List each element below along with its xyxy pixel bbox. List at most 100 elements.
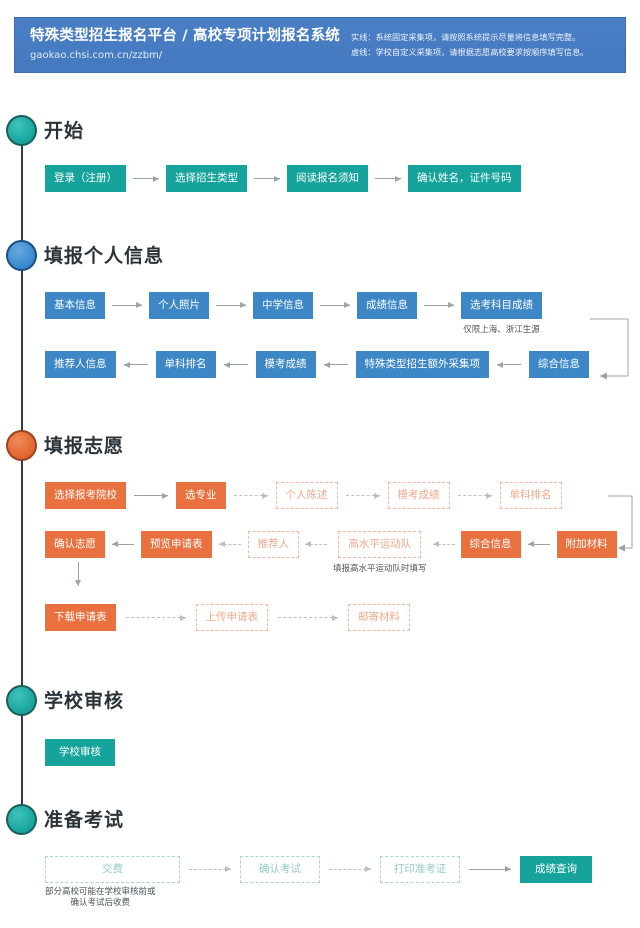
legend-dashed-line: 虚线：学校自定义采集项，请根据志愿高校要求按顺序填写信息。: [351, 47, 589, 57]
node-wrap: 选专业: [176, 482, 226, 509]
arrow-right-dashed-icon: [189, 862, 231, 876]
section-personal-info-row-1: 基本信息 个人照片 中学信息 成绩信息 选考科目成绩 仅限上海、浙江生源: [0, 292, 640, 335]
arrow-right-icon: [254, 172, 280, 186]
arrow-left-dashed-icon: [218, 537, 241, 551]
node-highschool-info[interactable]: 中学信息: [253, 292, 313, 319]
node-read-notice[interactable]: 阅读报名须知: [287, 165, 368, 192]
section-personal-info-header: 填报个人信息: [0, 238, 640, 280]
node-elective-subject-note: 仅限上海、浙江生源: [463, 325, 540, 335]
node-wrap: 中学信息: [253, 292, 313, 319]
node-confirm-identity[interactable]: 确认姓名，证件号码: [408, 165, 521, 192]
node-wrap: 确认姓名，证件号码: [408, 165, 521, 192]
node-recommender-info[interactable]: 推荐人信息: [45, 351, 116, 378]
section-prepare-exam-row-1: 交费 部分高校可能在学校审核前或 确认考试后收费 确认考试 打印准考证 成绩查询: [0, 856, 640, 910]
node-comprehensive-info[interactable]: 综合信息: [529, 351, 589, 378]
node-print-admission-ticket[interactable]: 打印准考证: [380, 856, 460, 883]
node-additional-materials[interactable]: 附加材料: [556, 531, 617, 558]
node-wrap: 个人陈述: [275, 482, 338, 509]
node-wrap: 高水平运动队 填报高水平运动队时填写: [333, 531, 427, 574]
node-wrap: 选择招生类型: [166, 165, 247, 192]
arrow-right-icon: [216, 298, 246, 312]
arrow-right-icon: [424, 298, 454, 312]
node-pay-fee[interactable]: 交费: [45, 856, 180, 883]
node-high-level-sports-team[interactable]: 高水平运动队: [338, 531, 422, 558]
section-marker-icon: [6, 430, 37, 461]
page-header: 特殊类型招生报名平台 / 高校专项计划报名系统 gaokao.chsi.com.…: [14, 17, 626, 73]
arrow-right-icon: [133, 172, 159, 186]
node-wrap: 打印准考证: [380, 856, 460, 883]
section-apply-volunteer-row-1: 选择报考院校 选专业 个人陈述 模考成绩 单科排名: [0, 482, 640, 509]
arrow-right-icon: [320, 298, 350, 312]
node-basic-info[interactable]: 基本信息: [45, 292, 105, 319]
node-wrap: 综合信息: [529, 351, 589, 378]
node-wrap: 推荐人: [247, 531, 299, 558]
node-personal-photo[interactable]: 个人照片: [149, 292, 209, 319]
node-select-major[interactable]: 选专业: [176, 482, 226, 509]
node-wrap: 下载申请表: [45, 604, 116, 631]
node-wrap: 登录（注册）: [45, 165, 126, 192]
node-wrap: 单科排名: [155, 351, 216, 378]
section-personal-info-row-2: 推荐人信息 单科排名 模考成绩 特殊类型招生额外采集项 综合信息: [0, 351, 640, 378]
node-download-application-form[interactable]: 下载申请表: [45, 604, 116, 631]
node-login-register[interactable]: 登录（注册）: [45, 165, 126, 192]
node-wrap: 邮寄材料: [348, 604, 410, 631]
node-wrap: 预览申请表: [141, 531, 212, 558]
node-upload-application-form[interactable]: 上传申请表: [195, 604, 268, 631]
node-subject-ranking-optional[interactable]: 单科排名: [499, 482, 562, 509]
node-personal-statement[interactable]: 个人陈述: [275, 482, 338, 509]
node-mail-materials[interactable]: 邮寄材料: [348, 604, 410, 631]
node-wrap: 成绩信息: [357, 292, 417, 319]
arrow-right-icon: [134, 489, 168, 503]
section-apply-volunteer-row-2: 确认志愿 预览申请表 推荐人 高水平运动队 填报高水平运动队时填写 综合信息 附…: [0, 531, 640, 574]
arrow-right-dashed-icon: [457, 489, 492, 503]
node-wrap: 确认考试: [240, 856, 320, 883]
arrow-right-icon: [375, 172, 401, 186]
node-select-university[interactable]: 选择报考院校: [45, 482, 126, 509]
arrow-left-icon: [223, 358, 248, 372]
page-title: 特殊类型招生报名平台 / 高校专项计划报名系统: [30, 27, 340, 44]
section-prepare-exam-header: 准备考试: [0, 802, 640, 844]
node-score-info[interactable]: 成绩信息: [357, 292, 417, 319]
node-subject-ranking[interactable]: 单科排名: [155, 351, 216, 378]
node-wrap: 确认志愿: [45, 531, 105, 558]
node-confirm-volunteer[interactable]: 确认志愿: [45, 531, 105, 558]
arrow-right-dashed-icon: [345, 489, 380, 503]
node-comprehensive-info-volunteer[interactable]: 综合信息: [460, 531, 521, 558]
timeline-spine: [21, 140, 23, 830]
node-special-extra-fields[interactable]: 特殊类型招生额外采集项: [355, 351, 489, 378]
arrow-left-icon: [527, 537, 550, 551]
header-legend: 实线：系统固定采集项，请按照系统提示尽量将信息填写完整。 虚线：学校自定义采集项…: [345, 30, 588, 60]
arrow-right-icon: [112, 298, 142, 312]
legend-solid-line: 实线：系统固定采集项，请按照系统提示尽量将信息填写完整。: [351, 31, 581, 42]
arrow-left-dashed-icon: [305, 537, 327, 551]
arrow-left-icon: [112, 537, 134, 551]
node-select-admission-type[interactable]: 选择招生类型: [166, 165, 247, 192]
node-wrap: 特殊类型招生额外采集项: [355, 351, 489, 378]
node-score-query[interactable]: 成绩查询: [520, 856, 592, 883]
section-school-review-row-1: 学校审核: [0, 739, 640, 766]
arrow-left-icon: [123, 358, 148, 372]
node-school-review[interactable]: 学校审核: [45, 739, 115, 766]
node-elective-subject-score[interactable]: 选考科目成绩: [461, 292, 542, 319]
node-wrap: 上传申请表: [195, 604, 268, 631]
node-confirm-exam[interactable]: 确认考试: [240, 856, 320, 883]
node-high-level-sports-note: 填报高水平运动队时填写: [333, 564, 427, 574]
section-start-row-1: 登录（注册） 选择招生类型 阅读报名须知 确认姓名，证件号码: [0, 165, 640, 192]
node-mock-exam-score[interactable]: 模考成绩: [255, 351, 316, 378]
section-start-title: 开始: [44, 120, 85, 142]
node-mock-exam-score-optional[interactable]: 模考成绩: [387, 482, 450, 509]
node-wrap: 综合信息: [460, 531, 521, 558]
node-wrap: 推荐人信息: [45, 351, 116, 378]
node-wrap: 个人照片: [149, 292, 209, 319]
node-recommender[interactable]: 推荐人: [247, 531, 299, 558]
arrow-right-dashed-icon: [125, 611, 186, 625]
section-prepare-exam-title: 准备考试: [44, 809, 125, 831]
node-wrap: 交费 部分高校可能在学校审核前或 确认考试后收费: [45, 856, 180, 910]
node-pay-fee-note: 部分高校可能在学校审核前或 确认考试后收费: [45, 887, 156, 909]
node-preview-application-form[interactable]: 预览申请表: [141, 531, 212, 558]
arrow-left-icon: [323, 358, 348, 372]
section-school-review-header: 学校审核: [0, 683, 640, 725]
node-wrap: 阅读报名须知: [287, 165, 368, 192]
section-marker-icon: [6, 115, 37, 146]
